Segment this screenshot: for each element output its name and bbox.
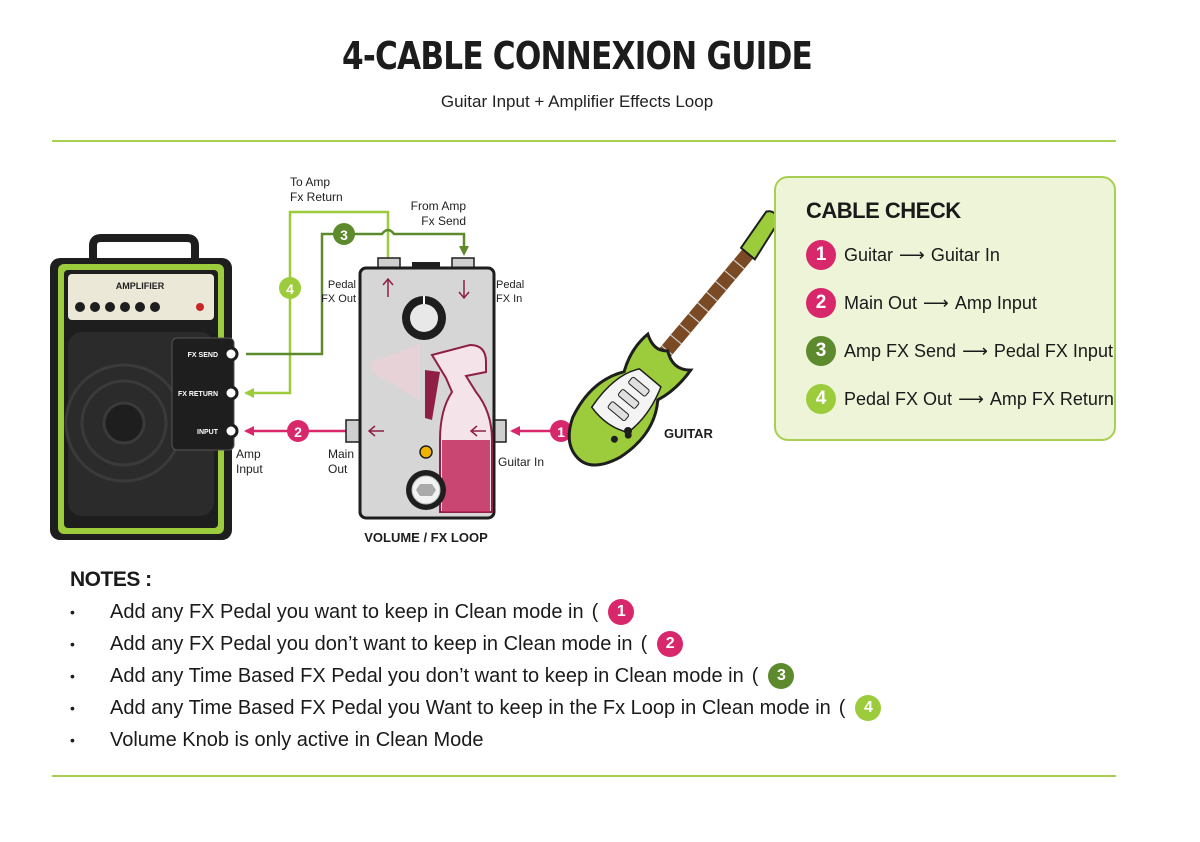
cable-2-arrowhead <box>244 426 254 436</box>
note-text: Volume Knob is only active in Clean Mode <box>110 728 484 751</box>
cable-check-badge-3: 3 <box>806 336 836 366</box>
pedal-name: VOLUME / FX LOOP <box>364 530 488 545</box>
pedal-power-jack <box>412 262 440 270</box>
svg-text:1: 1 <box>557 424 565 440</box>
top-divider <box>52 140 1116 142</box>
note-item: • Add any FX Pedal you want to keep in C… <box>70 597 642 627</box>
notes-title: NOTES : <box>70 568 152 591</box>
cable-check-badge-4: 4 <box>806 384 836 414</box>
arrow-right-icon: ⟶ <box>958 388 984 409</box>
bullet-icon: • <box>70 604 75 620</box>
svg-text:4: 4 <box>286 281 294 297</box>
cable-1-arrowhead <box>510 426 520 436</box>
note-item: • Add any FX Pedal you don’t want to kee… <box>70 629 691 659</box>
cable-check-row-3: 3 Amp FX Send ⟶ Pedal FX Input <box>806 334 1113 368</box>
pedal-led <box>419 445 433 459</box>
bullet-icon: • <box>70 636 75 652</box>
fx-send-label: FX SEND <box>188 352 218 359</box>
cable-check-panel: CABLE CHECK 1 Guitar ⟶ Guitar In 2 Main … <box>774 176 1116 441</box>
main-out-label-1: Main <box>328 447 354 461</box>
cable-4-arrowhead <box>244 388 254 398</box>
arrow-right-icon: ⟶ <box>899 244 925 265</box>
svg-text:3: 3 <box>340 227 348 243</box>
input-jack <box>223 423 239 439</box>
cable-check-heading: CABLE CHECK <box>806 198 961 223</box>
input-label: INPUT <box>197 429 219 436</box>
electric-guitar <box>567 210 780 467</box>
cable-check-to-1: Guitar In <box>930 244 1000 265</box>
page-title: 4-CABLE CONNEXION GUIDE <box>342 34 813 78</box>
cable-check-to-3: Pedal FX Input <box>993 340 1113 361</box>
arrow-right-icon: ⟶ <box>962 340 988 361</box>
to-amp-return-label-2: Fx Return <box>290 190 343 204</box>
power-led <box>196 303 204 311</box>
svg-text:2: 2 <box>294 424 302 440</box>
cable-check-badge-2: 2 <box>806 288 836 318</box>
cable-check-row-2: 2 Main Out ⟶ Amp Input <box>806 286 1037 320</box>
from-amp-send-label-2: Fx Send <box>421 214 466 228</box>
cable-4 <box>246 210 390 395</box>
note-item: • Add any Time Based FX Pedal you don’t … <box>70 661 802 691</box>
cable-check-from-3: Amp FX Send <box>844 340 957 361</box>
cable-3-arrowhead <box>459 246 469 256</box>
from-amp-send-label-1: From Amp <box>411 199 467 213</box>
note-item: • Add any Time Based FX Pedal you Want t… <box>70 693 889 723</box>
note-item: • Volume Knob is only active in Clean Mo… <box>70 725 484 755</box>
guitar-neck <box>653 247 755 364</box>
fx-return-label: FX RETURN <box>178 391 218 398</box>
amp-control-panel <box>68 274 214 320</box>
cable-check-from-4: Pedal FX Out <box>844 388 953 409</box>
guitar-in-label: Guitar In <box>498 455 544 469</box>
fx-return-jack <box>223 385 239 401</box>
note-text: Add any FX Pedal you want to keep in Cle… <box>110 600 584 623</box>
arrow-right-icon: ⟶ <box>923 292 949 313</box>
page-subtitle: Guitar Input + Amplifier Effects Loop <box>440 92 714 111</box>
cable-badge-3: 3 <box>333 223 355 245</box>
fx-send-jack <box>223 346 239 362</box>
speaker-cone <box>102 401 146 445</box>
bullet-icon: • <box>70 668 75 684</box>
cable-check-to-2: Amp Input <box>954 292 1037 313</box>
pedal-fx-out-label-1: Pedal <box>328 279 356 291</box>
guitar-label: GUITAR <box>664 426 713 441</box>
note-badge: 4 <box>855 695 882 721</box>
cable-badge-2: 2 <box>287 420 309 442</box>
amp-input-label-2: Input <box>236 462 263 476</box>
cable-badge-4: 4 <box>279 277 301 299</box>
bullet-icon: • <box>70 700 75 716</box>
spray-trigger <box>425 370 440 420</box>
spray-mist <box>372 344 420 400</box>
note-badge: 3 <box>768 663 795 689</box>
cable-check-row-1: 1 Guitar ⟶ Guitar In <box>806 238 1000 272</box>
volume-fx-loop-pedal <box>345 257 507 520</box>
pedal-fx-out-label-2: FX Out <box>321 293 356 305</box>
bullet-icon: • <box>70 732 75 748</box>
pedal-fx-in-label-2: FX In <box>496 293 522 305</box>
note-badge: 1 <box>608 599 635 625</box>
pedal-main-out-jack <box>345 419 361 443</box>
cable-check-row-4: 4 Pedal FX Out ⟶ Amp FX Return <box>806 382 1114 416</box>
amp-knobs <box>75 302 204 312</box>
cable-badge-1: 1 <box>550 420 572 442</box>
amp-label: AMPLIFIER <box>116 281 165 291</box>
note-text: Add any Time Based FX Pedal you don’t wa… <box>110 664 744 687</box>
cable-check-from-2: Main Out <box>844 292 918 313</box>
cable-check-to-4: Amp FX Return <box>989 388 1114 409</box>
cable-check-badge-1: 1 <box>806 240 836 270</box>
connection-diagram: AMPLIFIER FX SEND FX RETURN INPUT 4 <box>50 175 780 545</box>
pedal-fx-in-label-1: Pedal <box>496 279 524 291</box>
amp-handle <box>89 234 199 262</box>
note-text: Add any FX Pedal you don’t want to keep … <box>110 632 633 655</box>
amplifier: AMPLIFIER FX SEND FX RETURN INPUT <box>50 234 239 540</box>
cable-check-from-1: Guitar <box>844 244 894 265</box>
to-amp-return-label-1: To Amp <box>290 175 330 189</box>
main-out-label-2: Out <box>328 462 348 476</box>
amp-input-label-1: Amp <box>236 447 261 461</box>
bottom-divider <box>52 775 1116 777</box>
note-text: Add any Time Based FX Pedal you Want to … <box>110 696 831 719</box>
guitar-output-jack <box>624 427 632 435</box>
note-badge: 2 <box>657 631 684 657</box>
